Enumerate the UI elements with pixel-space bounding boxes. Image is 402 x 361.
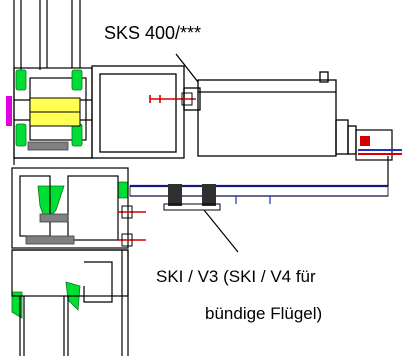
ski-bracket: [129, 156, 389, 253]
housing-screw: [149, 92, 196, 106]
sks-drive-label: SKS 400/***: [104, 23, 202, 43]
insulation-strip: [6, 96, 81, 127]
ski-bracket-label-line2: bündige Flügel): [205, 304, 323, 323]
sash-screws: [118, 205, 146, 247]
sash-profile: [11, 167, 129, 356]
thermal-break: [25, 141, 75, 245]
housing-frame: [14, 65, 185, 159]
sks-drive-unit: [175, 53, 357, 157]
gaskets: [11, 69, 129, 319]
end-fitting: [355, 129, 402, 161]
ski-bracket-label-line1: SKI / V3 (SKI / V4 für: [156, 267, 316, 286]
